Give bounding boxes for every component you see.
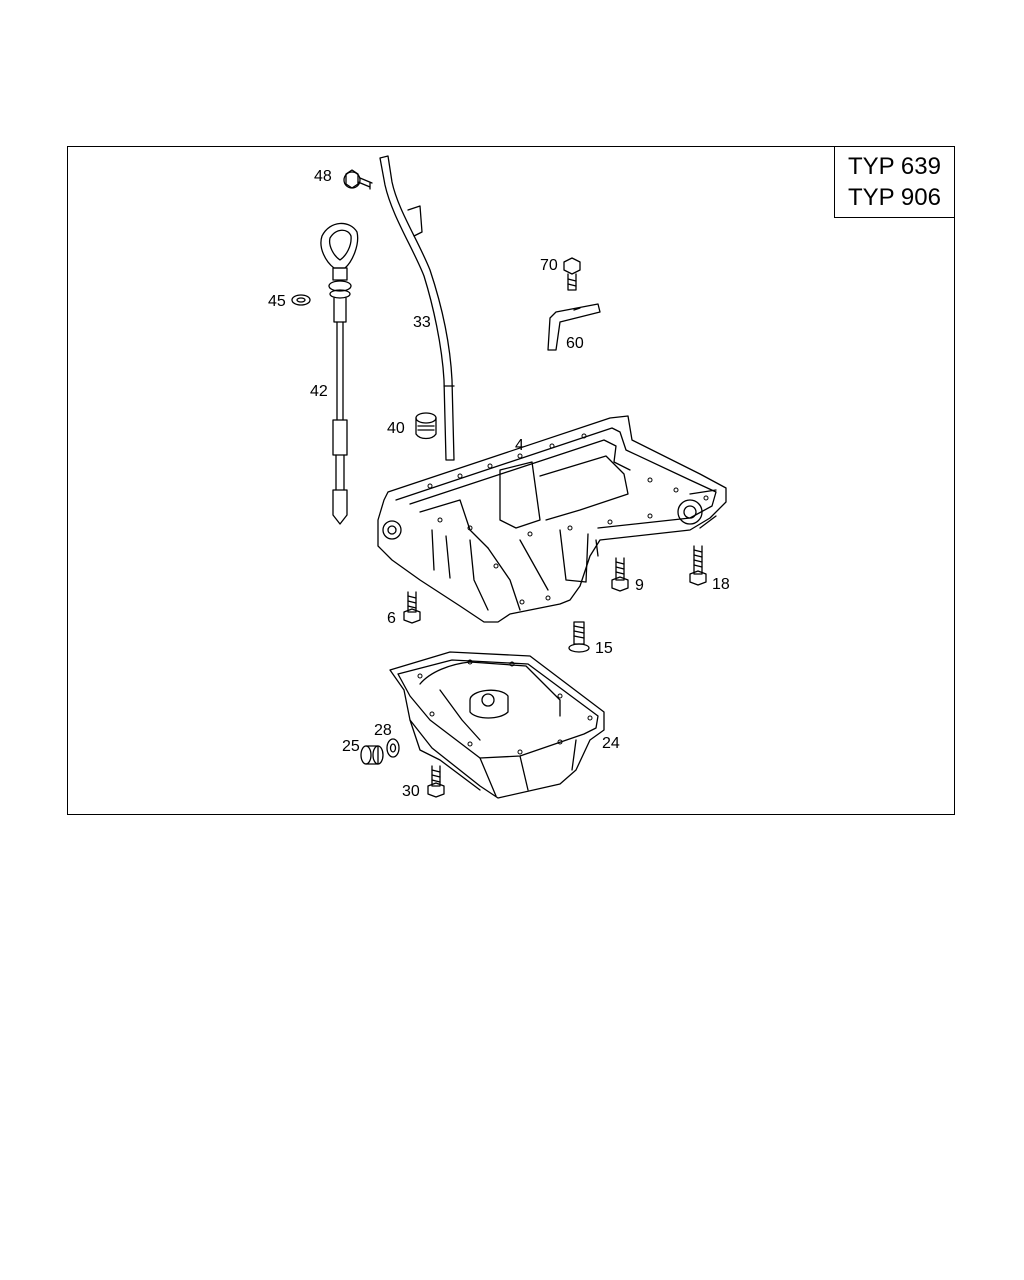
callout-9: 9 [635,577,644,594]
part-4-upper-oil-pan [377,415,727,623]
callout-60: 60 [566,335,584,352]
callout-70: 70 [540,257,558,274]
callout-42: 42 [310,383,328,400]
callout-24: 24 [602,735,620,752]
callout-6: 6 [387,610,396,627]
part-42-dipstick [320,222,359,525]
callout-28: 28 [374,722,392,739]
part-28-washer [386,738,400,758]
callout-30: 30 [402,783,420,800]
type-line-1: TYP 639 [848,153,941,180]
type-designation-box: TYP 639 TYP 906 [834,146,955,218]
callout-40: 40 [387,420,405,437]
part-6-bolt [403,591,421,624]
callout-15: 15 [595,640,613,657]
part-9-bolt [611,557,629,592]
type-line-2: TYP 906 [848,184,941,211]
part-15-bolt [568,621,590,653]
part-60-bracket [547,303,601,351]
part-25-drain-plug [360,745,384,765]
part-48-bolt [343,169,373,190]
diagram-frame [67,146,955,815]
part-24-lower-oil-pan [389,651,605,799]
part-33-guide-tube [379,155,455,461]
callout-25: 25 [342,738,360,755]
part-45-ring [291,294,311,306]
callout-33: 33 [413,314,431,331]
callout-4: 4 [515,437,524,454]
part-18-bolt [689,545,707,586]
callout-45: 45 [268,293,286,310]
part-40-plug [415,412,437,440]
part-70-bolt [563,257,581,291]
callout-48: 48 [314,168,332,185]
part-30-bolt [427,765,445,798]
callout-18: 18 [712,576,730,593]
